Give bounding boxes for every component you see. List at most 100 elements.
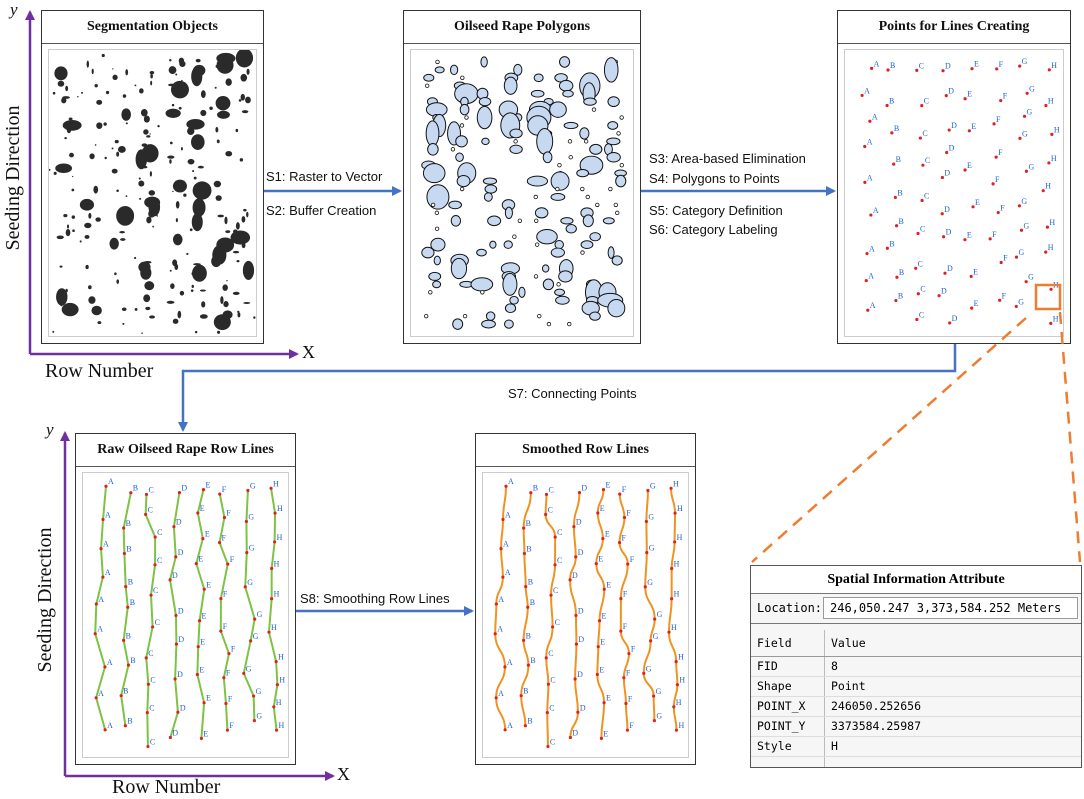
- segment-blob: [220, 296, 224, 304]
- row-point: [916, 231, 920, 236]
- row-point: [123, 724, 127, 728]
- row-letter: B: [127, 717, 132, 726]
- polygon-shape: [565, 223, 577, 234]
- row-letter: B: [527, 717, 532, 726]
- segment-blob: [116, 151, 120, 157]
- row-point: [174, 555, 178, 559]
- row-letter: A: [507, 721, 513, 730]
- row-letter: C: [924, 191, 929, 200]
- segment-speck: [156, 215, 158, 217]
- row-letter: F: [996, 115, 1001, 124]
- row-point: [146, 744, 150, 749]
- segment-blob: [178, 106, 182, 110]
- row-letter: C: [555, 618, 560, 627]
- smoothed-panel-title: Smoothed Row Lines: [476, 434, 695, 467]
- polygon-small: [616, 131, 621, 136]
- polygon-shape: [582, 214, 594, 228]
- row-point: [122, 638, 126, 642]
- row-point: [201, 488, 206, 492]
- segment-speck: [104, 156, 107, 160]
- polygon-small: [513, 139, 518, 144]
- segment-blob: [192, 198, 206, 217]
- row-point: [546, 744, 550, 749]
- polygon-shape: [526, 175, 549, 187]
- row-point: [196, 645, 200, 649]
- polygon-shape: [504, 303, 517, 314]
- row-letter: H: [277, 533, 283, 542]
- row-letter: B: [897, 188, 902, 197]
- row-letter: G: [1018, 248, 1024, 257]
- row-letter: A: [869, 245, 875, 254]
- segment-blob: [150, 80, 153, 86]
- row-letter: E: [974, 60, 979, 69]
- segmentation-panel: Segmentation Objects: [41, 10, 264, 344]
- polygon-shape: [481, 319, 496, 329]
- row-point: [617, 541, 622, 545]
- row-point: [519, 694, 523, 698]
- row-point: [599, 736, 603, 740]
- segment-speck: [190, 289, 194, 292]
- segment-blob: [241, 242, 246, 249]
- polygon-shape: [509, 128, 523, 139]
- row-letter: E: [602, 612, 607, 621]
- segment-blob: [213, 314, 231, 331]
- row-point: [197, 619, 202, 623]
- row-letter: E: [973, 267, 978, 276]
- polygon-shape: [504, 319, 514, 329]
- row-letter: B: [130, 656, 135, 665]
- row-point: [503, 665, 507, 669]
- row-letter: E: [598, 555, 603, 564]
- row-line: [144, 494, 157, 747]
- row-letter: E: [971, 122, 976, 131]
- segment-blob: [242, 260, 255, 280]
- row-letter: E: [967, 161, 972, 170]
- field-value: 8: [831, 659, 838, 673]
- row-letter: C: [557, 528, 562, 537]
- row-letter: F: [999, 60, 1004, 69]
- row-line: [618, 494, 630, 731]
- row-point: [673, 540, 677, 544]
- row-letter: E: [600, 504, 605, 513]
- location-label: Location:: [757, 601, 823, 615]
- segment-blob: [191, 134, 205, 150]
- row-letter: D: [947, 264, 953, 273]
- row-point: [526, 663, 531, 667]
- row-letter: G: [653, 632, 659, 641]
- row-point: [916, 292, 920, 296]
- polygon-shape: [533, 73, 544, 83]
- row-point: [544, 656, 548, 660]
- segment-blob: [191, 66, 203, 87]
- polygon-shape: [518, 286, 526, 298]
- row-letter: H: [1051, 61, 1057, 70]
- segment-blob: [166, 300, 175, 304]
- row-point: [126, 605, 130, 609]
- row-point: [674, 660, 678, 664]
- points-panel-title: Points for Lines Creating: [838, 11, 1070, 44]
- row-letter: C: [150, 675, 155, 684]
- polygon-shape: [534, 207, 549, 219]
- row-letter: D: [178, 548, 184, 557]
- labeled-points: AAAAAAAAABBBBBBBBBCCCCCCCCCDDDDDDDDDDEEE…: [860, 57, 1060, 325]
- row-point: [144, 656, 148, 660]
- segment-speck: [175, 73, 178, 76]
- row-letter: B: [126, 545, 131, 554]
- segment-blob: [243, 301, 251, 304]
- segment-blob: [146, 135, 151, 138]
- row-point: [994, 155, 998, 159]
- step-s2: S2: Buffer Creation: [266, 203, 377, 218]
- row-letter: G: [1026, 107, 1032, 116]
- row-letter: D: [578, 548, 584, 557]
- row-letter: G: [1028, 162, 1034, 171]
- row-point: [626, 562, 630, 566]
- segment-blob: [145, 306, 151, 311]
- segment-speck: [52, 330, 55, 333]
- row-letter: F: [998, 148, 1003, 157]
- row-letter: F: [995, 175, 1000, 184]
- polygon-shape: [450, 257, 468, 280]
- row-point: [865, 251, 869, 256]
- row-letter: D: [572, 728, 578, 737]
- row-letter: H: [277, 504, 283, 513]
- segment-speck: [125, 122, 128, 125]
- segment-blob: [138, 180, 145, 187]
